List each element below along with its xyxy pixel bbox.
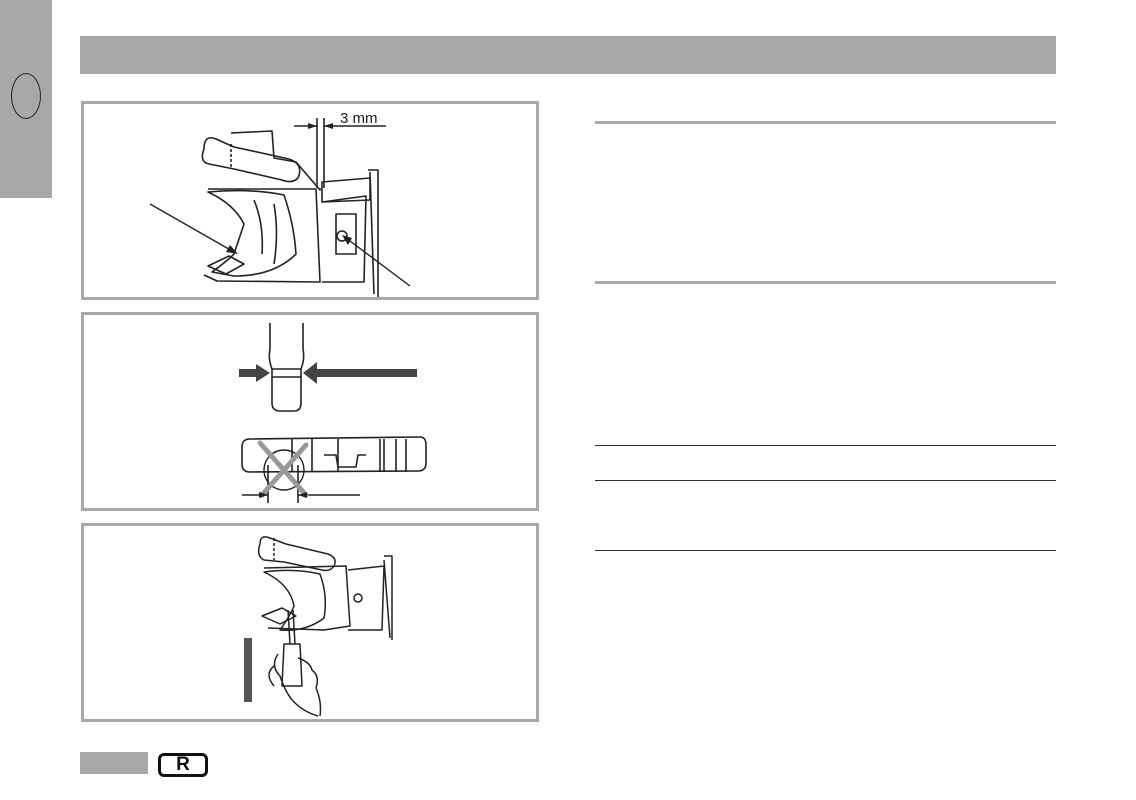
figure-1-panel: 3 mm xyxy=(81,101,539,300)
figure-2-panel xyxy=(81,312,539,511)
language-logo: R xyxy=(158,753,208,777)
figure-3-panel xyxy=(81,523,539,722)
wear-check-diagram xyxy=(239,323,427,503)
table-rule-3 xyxy=(595,550,1056,551)
table-rule-1 xyxy=(595,445,1056,446)
page-number-box xyxy=(80,752,148,774)
screwdriver-diagram xyxy=(244,536,393,717)
language-side-tab xyxy=(0,0,52,198)
chisel-holder-diagram: 3 mm xyxy=(149,110,411,297)
dimension-label: 3 mm xyxy=(340,110,378,127)
section-header-bar xyxy=(80,36,1056,74)
section-rule-2 xyxy=(595,281,1056,284)
language-logo-letter: R xyxy=(176,754,190,775)
table-rule-2 xyxy=(595,480,1056,481)
section-rule-1 xyxy=(595,121,1056,124)
language-circle-marker xyxy=(11,73,41,119)
